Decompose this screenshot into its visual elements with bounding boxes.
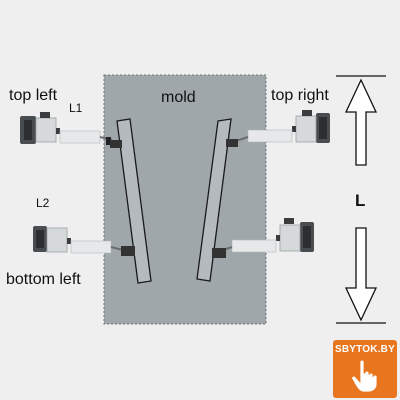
top-left-cylinder	[20, 112, 113, 145]
l2-label: L2	[36, 196, 50, 210]
right-slider-bar	[196, 118, 232, 282]
length-label: L	[355, 191, 366, 210]
bottom-left-clamp	[121, 246, 135, 256]
up-arrow-icon	[344, 78, 378, 166]
pointing-hand-icon	[351, 359, 378, 393]
watermark-text: SBYTOK.BY	[335, 344, 395, 355]
bottom-left-label: bottom left	[6, 271, 81, 288]
left-slider-bar	[116, 118, 152, 284]
mold-label: mold	[161, 89, 196, 106]
top-right-clamp	[226, 139, 238, 147]
bottom-left-cylinder	[33, 226, 124, 254]
bottom-right-clamp	[212, 248, 226, 258]
top-right-label: top right	[271, 87, 329, 104]
down-arrow-icon	[344, 227, 378, 322]
top-left-label: top left	[9, 87, 58, 104]
watermark-badge[interactable]: SBYTOK.BY	[333, 340, 397, 398]
bottom-right-cylinder	[219, 218, 314, 253]
top-right-cylinder	[235, 110, 330, 143]
l1-label: L1	[69, 101, 83, 115]
top-left-clamp	[110, 140, 122, 148]
